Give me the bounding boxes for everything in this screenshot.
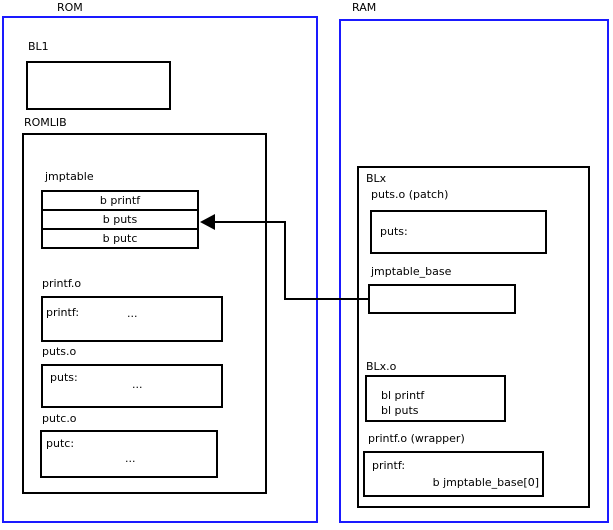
jmptable-base-box (368, 284, 516, 314)
romlib-box (22, 133, 267, 494)
puts-patch-box: puts: (370, 210, 547, 254)
printf-o-label: printf.o (42, 277, 82, 290)
jmptable: b printf b puts b putc (41, 190, 199, 249)
printf-o-box: printf: ... (41, 296, 223, 342)
printf-wrapper-branch: b jmptable_base[0] (432, 476, 539, 489)
blx-o-box: bl printf bl puts (365, 375, 506, 422)
ram-title: RAM (352, 1, 377, 14)
blx-box (357, 166, 590, 508)
putc-o-box: putc: ... (40, 430, 218, 478)
putc-body-dots: ... (125, 452, 136, 465)
bl1-label: BL1 (28, 40, 49, 53)
puts-o-box: puts: ... (41, 364, 223, 408)
printf-wrapper-box: printf: b jmptable_base[0] (363, 451, 544, 497)
rom-title: ROM (57, 1, 83, 14)
puts-o-label: puts.o (42, 345, 77, 358)
puts-patch-symbol: puts: (380, 225, 408, 238)
printf-symbol: printf: (46, 306, 80, 319)
puts-body-dots: ... (132, 378, 143, 391)
putc-symbol: putc: (46, 437, 75, 450)
printf-body-dots: ... (127, 307, 138, 320)
romlib-label: ROMLIB (24, 116, 67, 129)
puts-patch-label: puts.o (patch) (371, 188, 449, 201)
jmptable-entry-putc: b putc (41, 228, 199, 249)
jmptable-base-label: jmptable_base (371, 265, 452, 278)
blx-o-instruction-1: bl printf (381, 389, 425, 402)
printf-wrapper-label: printf.o (wrapper) (368, 432, 465, 445)
jmptable-entry-printf: b printf (41, 190, 199, 211)
jmptable-label: jmptable (45, 170, 94, 183)
putc-o-label: putc.o (42, 412, 77, 425)
puts-symbol: puts: (50, 371, 78, 384)
bl1-box (26, 61, 171, 110)
blx-o-instruction-2: bl puts (381, 404, 419, 417)
jmptable-entry-puts: b puts (41, 209, 199, 230)
blx-label: BLx (366, 172, 387, 185)
blx-o-label: BLx.o (366, 360, 397, 373)
printf-wrapper-symbol: printf: (372, 459, 406, 472)
